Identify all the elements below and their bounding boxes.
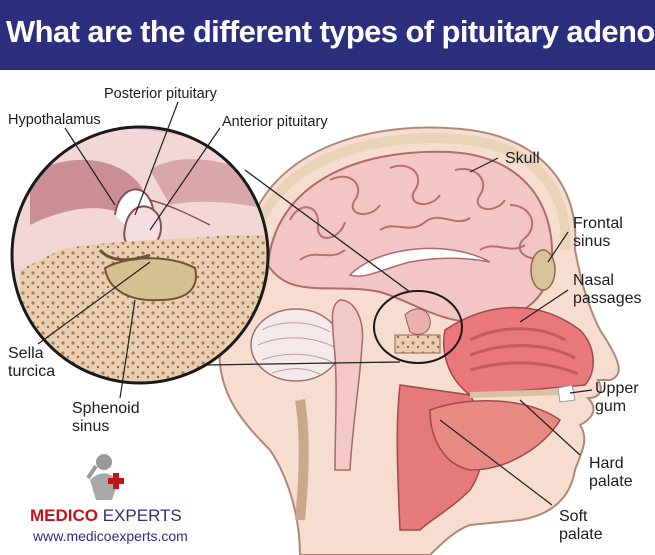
- brand-website: www.medicoexperts.com: [33, 528, 188, 544]
- brand-name-bold: MEDICO: [30, 506, 98, 525]
- brand-name-regular: EXPERTS: [98, 506, 182, 525]
- brand-name: MEDICO EXPERTS: [30, 506, 182, 526]
- label-hard-palate-line1: Hard: [589, 455, 624, 472]
- label-sphenoid-sinus-line1: Sphenoid: [72, 400, 140, 417]
- label-sella-turcica: Sella turcica: [8, 345, 55, 381]
- label-frontal-sinus: Frontal sinus: [573, 215, 623, 251]
- label-sella-turcica-line1: Sella: [8, 345, 44, 362]
- title-banner: What are the different types of pituitar…: [0, 0, 655, 70]
- label-nasal-passages: Nasal passages: [573, 272, 642, 308]
- tongue: [429, 399, 561, 471]
- label-hard-palate: Hard palate: [589, 455, 633, 491]
- page-title: What are the different types of pituitar…: [6, 14, 655, 49]
- label-anterior-pituitary: Anterior pituitary: [222, 114, 328, 130]
- label-sella-turcica-line2: turcica: [8, 363, 56, 380]
- label-soft-palate-line2: palate: [559, 526, 603, 543]
- upper-teeth: [557, 384, 576, 403]
- label-nasal-passages-line2: passages: [573, 290, 642, 307]
- spinal-column: [295, 399, 309, 521]
- label-sphenoid-sinus-line2: sinus: [72, 418, 110, 435]
- nasal-passages: [443, 306, 594, 396]
- label-hypothalamus: Hypothalamus: [8, 112, 101, 128]
- label-upper-gum-line1: Upper: [595, 380, 639, 397]
- cerebellum: [250, 308, 342, 382]
- label-posterior-pituitary: Posterior pituitary: [104, 86, 217, 102]
- label-frontal-sinus-line1: Frontal: [573, 215, 623, 232]
- medico-experts-logo-figure: [86, 454, 124, 500]
- zoom-line-top: [244, 169, 411, 293]
- label-upper-gum: Upper gum: [595, 380, 639, 416]
- brain-gyri: [289, 164, 546, 261]
- label-soft-palate-line1: Soft: [559, 508, 588, 525]
- nasal-turbinates: [469, 327, 579, 376]
- pituitary-small: [404, 308, 431, 335]
- label-soft-palate: Soft palate: [559, 508, 603, 544]
- zoom-circle-border: [10, 125, 270, 385]
- label-sphenoid-sinus: Sphenoid sinus: [72, 400, 140, 436]
- label-upper-gum-line2: gum: [595, 398, 627, 415]
- zoom-line-bottom: [204, 361, 401, 366]
- pituitary-focus-circle: [373, 290, 463, 364]
- label-skull: Skull: [505, 150, 540, 167]
- label-nasal-passages-line1: Nasal: [573, 272, 614, 289]
- brainstem: [331, 299, 364, 471]
- label-frontal-sinus-line2: sinus: [573, 233, 611, 250]
- leader-lines: [37, 101, 593, 506]
- sphenoid-small: [394, 334, 441, 354]
- cerebellum-folds: [257, 322, 337, 375]
- hard-palate: [469, 389, 561, 398]
- label-hard-palate-line2: palate: [589, 473, 633, 490]
- skull-bone: [253, 133, 571, 251]
